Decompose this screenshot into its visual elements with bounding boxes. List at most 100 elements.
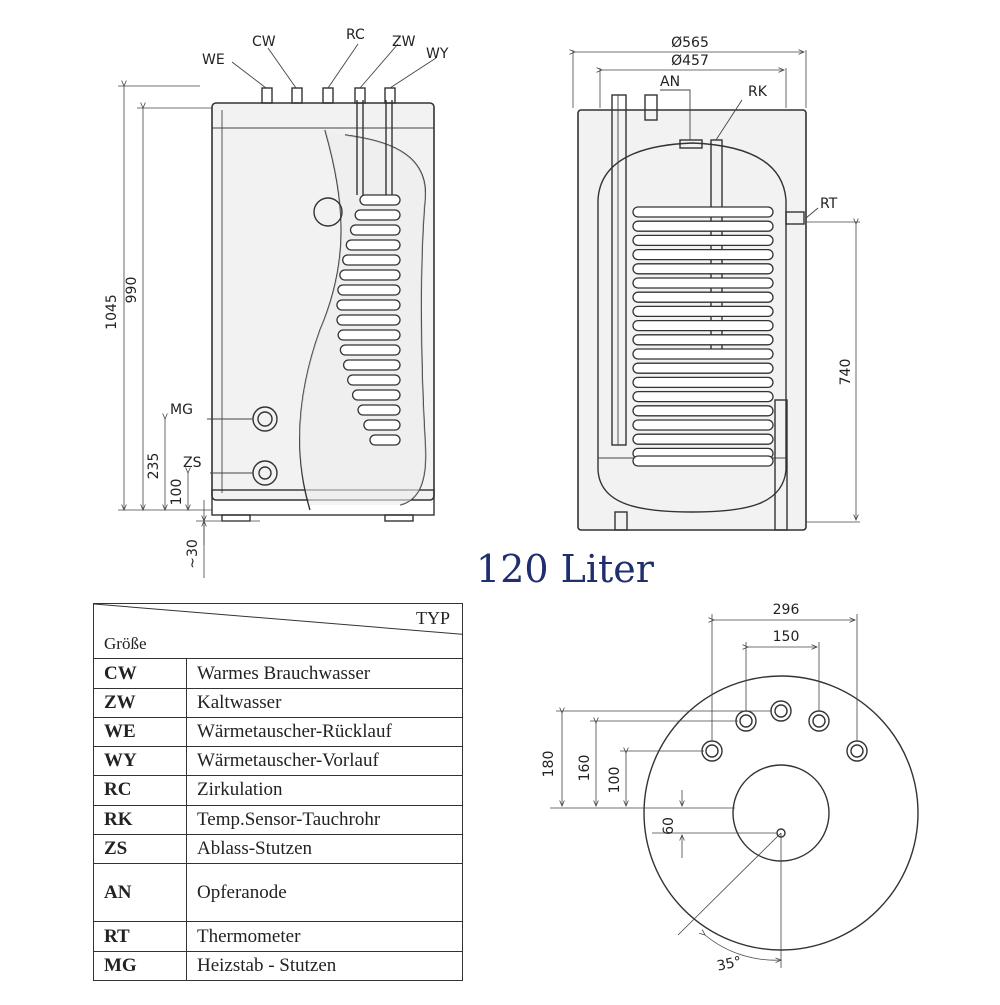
legend-description: Heizstab - Stutzen bbox=[186, 950, 463, 982]
front-coil-loop bbox=[632, 455, 774, 467]
legend-header-diagonal bbox=[94, 604, 462, 635]
legend-description: Temp.Sensor-Tauchrohr bbox=[186, 804, 463, 835]
side-port-label-mg: MG bbox=[170, 402, 193, 418]
side-dim-30: ~30 bbox=[185, 539, 201, 569]
legend-code: ZW bbox=[93, 687, 187, 718]
side-coil-loop bbox=[342, 359, 401, 371]
front-view: Ø565 Ø457 AN RK RT 740 bbox=[573, 35, 860, 531]
top-dim-60: 60 bbox=[661, 817, 677, 835]
legend-description: Kaltwasser bbox=[186, 687, 463, 718]
front-coil-loop bbox=[632, 433, 774, 445]
legend-code: AN bbox=[93, 862, 187, 923]
legend-header-size: Größe bbox=[104, 634, 147, 654]
side-coil-loop bbox=[354, 209, 401, 221]
legend-code: ZS bbox=[93, 833, 187, 864]
top-dim-150: 150 bbox=[773, 629, 800, 645]
side-conn-label-wy: WY bbox=[426, 46, 449, 62]
top-view: 296 150 180 160 100 60 35° bbox=[541, 602, 919, 975]
side-coil-loop bbox=[336, 299, 401, 311]
legend-code: WE bbox=[93, 716, 187, 748]
side-dim-235: 235 bbox=[146, 453, 162, 480]
front-coil-loop bbox=[632, 220, 774, 232]
front-coil-loop bbox=[632, 390, 774, 403]
side-coil-loop bbox=[347, 374, 401, 386]
volume-caption: 120 Liter bbox=[476, 547, 654, 591]
top-dim-100: 100 bbox=[607, 767, 623, 794]
side-coil-loop bbox=[345, 239, 401, 251]
legend-code: CW bbox=[93, 658, 187, 689]
legend-code: RC bbox=[93, 775, 187, 806]
side-conn-label-rc: RC bbox=[346, 27, 365, 43]
front-coil-loop bbox=[632, 277, 774, 289]
side-coil-loop bbox=[349, 224, 401, 236]
side-dim-100: 100 bbox=[169, 479, 185, 506]
front-port-label-rt: RT bbox=[820, 196, 838, 212]
side-dim-1045: 1045 bbox=[104, 294, 120, 330]
legend-description: Thermometer bbox=[186, 921, 463, 952]
side-conn-label-zw: ZW bbox=[392, 34, 416, 50]
legend-code: WY bbox=[93, 746, 187, 777]
legend-header-type: TYP bbox=[415, 608, 450, 628]
front-coil-loop bbox=[632, 206, 774, 218]
front-dim-740: 740 bbox=[838, 359, 854, 386]
legend-description: Ablass-Stutzen bbox=[186, 833, 463, 864]
front-coil-loops bbox=[632, 206, 774, 467]
top-dim-180: 180 bbox=[541, 751, 557, 778]
front-port-label-an: AN bbox=[660, 74, 680, 90]
front-coil-loop bbox=[632, 419, 774, 431]
front-port-label-rk: RK bbox=[748, 84, 768, 100]
side-coil-loop bbox=[339, 344, 401, 356]
front-coil-loop bbox=[632, 248, 774, 261]
front-coil-loop bbox=[632, 362, 774, 374]
legend-header-cell: TYP Größe bbox=[93, 602, 463, 660]
front-coil-loop bbox=[632, 263, 774, 275]
legend-description: Warmes Brauchwasser bbox=[186, 658, 463, 689]
legend-header-row: TYP Größe bbox=[93, 602, 463, 660]
side-coil-loops bbox=[336, 194, 401, 446]
side-coil-loop bbox=[369, 434, 401, 446]
side-coil-loop bbox=[339, 269, 401, 281]
side-coil-loop bbox=[337, 284, 401, 296]
side-coil-loop bbox=[357, 404, 401, 416]
legend-description: Zirkulation bbox=[186, 775, 463, 806]
side-dim-990: 990 bbox=[124, 277, 140, 304]
front-dim-565: Ø565 bbox=[671, 35, 709, 51]
side-conn-label-cw: CW bbox=[252, 34, 276, 50]
side-coil-loop bbox=[342, 254, 401, 266]
side-conn-label-we: WE bbox=[202, 52, 225, 68]
front-coil-loop bbox=[632, 305, 774, 318]
side-coil-loop bbox=[351, 389, 401, 401]
front-dim-457: Ø457 bbox=[671, 53, 709, 69]
legend-description: Wärmetauscher-Rücklauf bbox=[186, 716, 463, 748]
top-dim-160: 160 bbox=[577, 755, 593, 782]
legend-code: RK bbox=[93, 804, 187, 835]
legend-description: Opferanode bbox=[186, 862, 463, 923]
front-coil-loop bbox=[632, 376, 774, 389]
front-coil-loop bbox=[632, 405, 774, 417]
legend-code: RT bbox=[93, 921, 187, 952]
top-view-connections bbox=[701, 700, 868, 762]
side-coil-loop bbox=[336, 314, 401, 326]
legend-description: Wärmetauscher-Vorlauf bbox=[186, 746, 463, 777]
front-coil-loop bbox=[632, 234, 774, 247]
side-coil-loop bbox=[359, 194, 401, 206]
legend-code: MG bbox=[93, 950, 187, 982]
side-port-label-zs: ZS bbox=[183, 455, 202, 471]
side-coil-loop bbox=[363, 419, 401, 431]
top-dim-296: 296 bbox=[773, 602, 800, 618]
front-coil-loop bbox=[632, 319, 774, 332]
side-view: WE CW RC ZW WY MG ZS 1045 990 235 100 ~3… bbox=[104, 27, 449, 578]
front-coil-loop bbox=[632, 348, 774, 360]
front-coil-loop bbox=[632, 334, 774, 346]
